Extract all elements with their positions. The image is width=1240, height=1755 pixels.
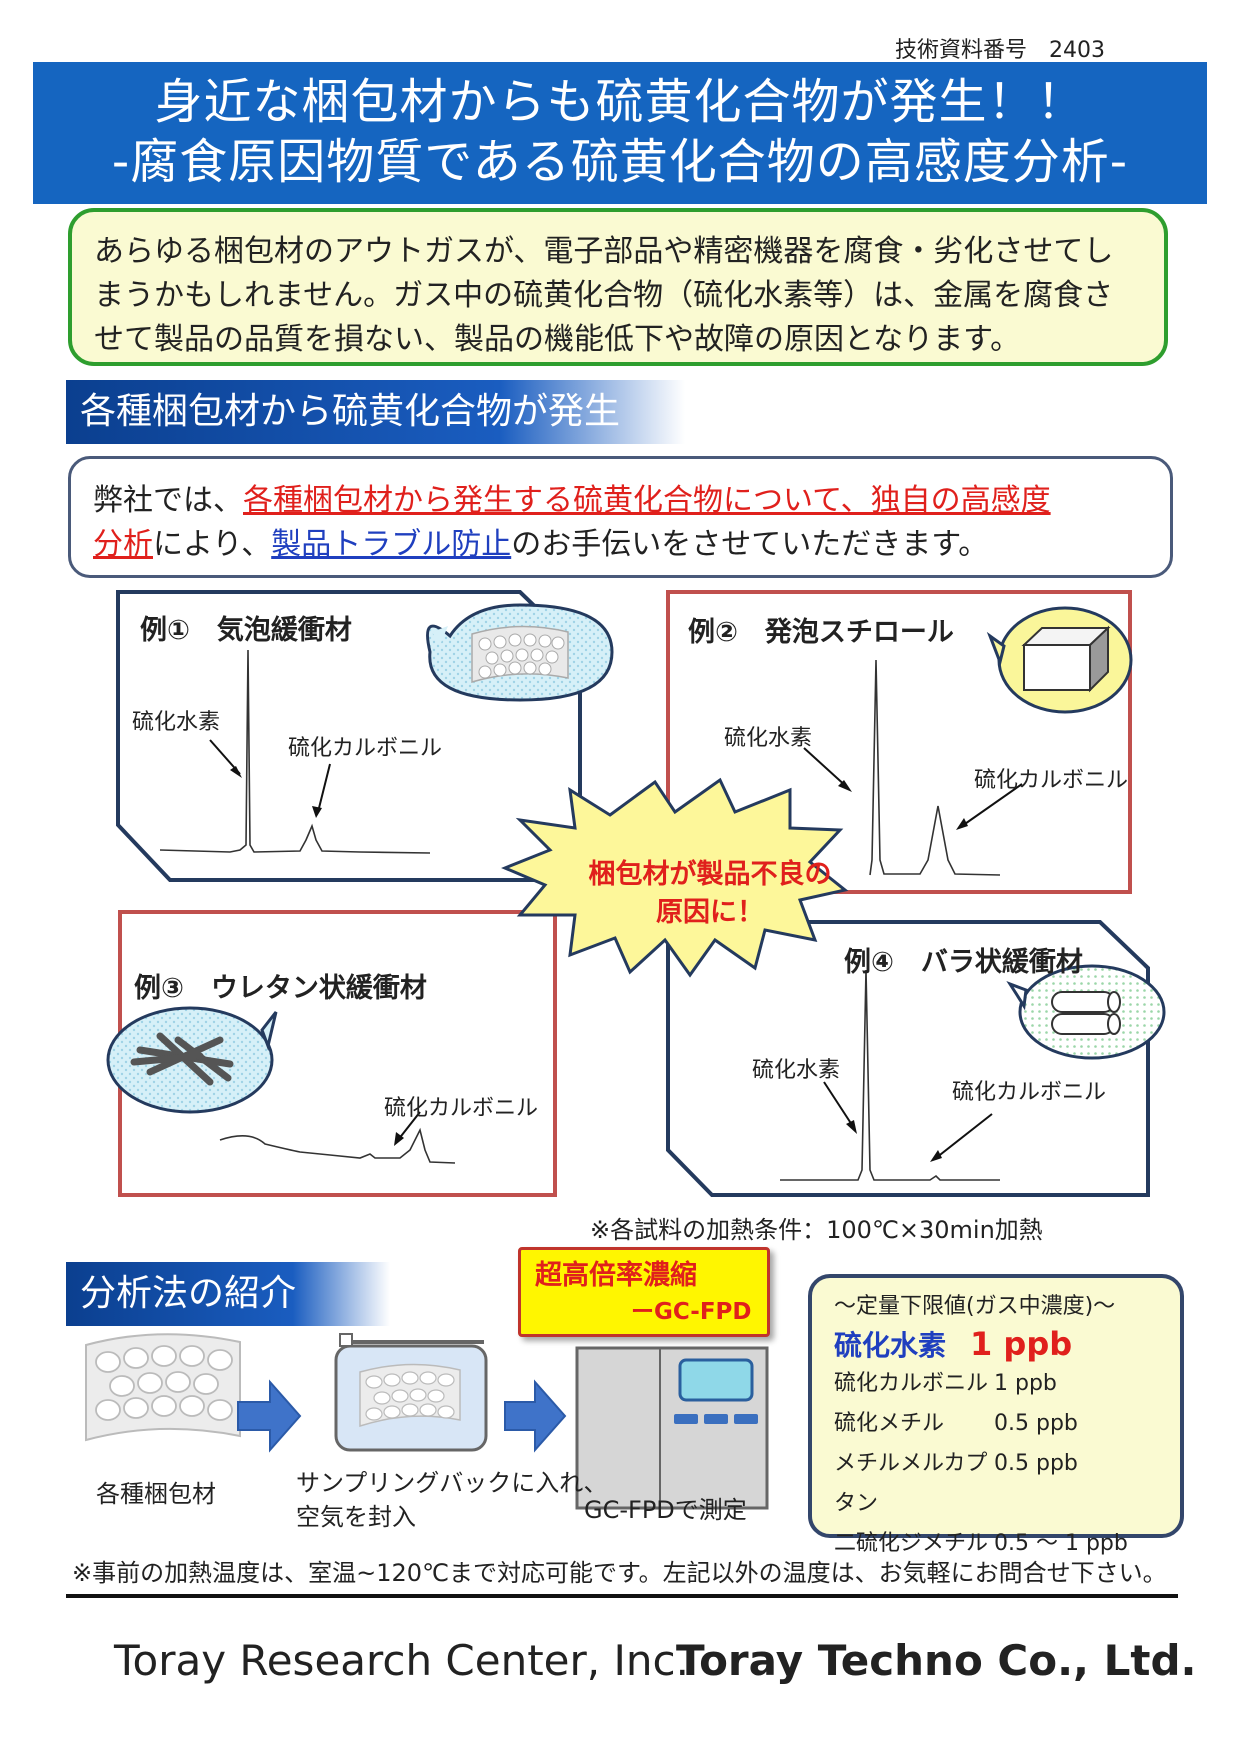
footer-divider [66,1594,1178,1598]
gc-fpd-badge: 超高倍率濃縮 ーGC-FPD [518,1247,770,1337]
urethane-icon [130,1032,234,1086]
burst-line-1: 梱包材が製品不良の [588,859,832,890]
flow-step-2-line-2: 空気を封入 [296,1503,416,1531]
burst-text: 梱包材が製品不良の 原因に！ [560,856,860,932]
limits-main-name: 硫化水素 [834,1329,947,1362]
limits-row-name: 二硫化ジメチル [834,1531,989,1556]
panel-example-3 [118,910,557,1197]
arrow-h2s-4 [823,1081,855,1129]
limits-row-value: 1 ppb [994,1371,1057,1396]
example-1-peak-cos: 硫化カルボニル [288,736,443,761]
limits-header: ～定量下限値(ガス中濃度)～ [834,1294,1116,1319]
example-2-title: 例② 発泡スチロール [688,617,954,648]
example-1-peak-h2s: 硫化水素 [132,710,221,735]
chromatogram-1 [159,649,431,854]
title-line-1: 身近な梱包材からも硫黄化合物が発生！！ [154,74,1086,130]
example-3-peak-cos: 硫化カルボニル [384,1096,539,1121]
limits-row-name: 硫化カルボニル [834,1371,989,1396]
flow-step-2-line-1: サンプリングバックに入れ、 [296,1469,608,1497]
example-2-peak-cos: 硫化カルボニル [974,768,1129,793]
limits-row-value: 0.5 ppb [994,1411,1078,1436]
example-4-title: 例④ バラ状緩衝材 [844,947,1083,978]
chromatogram-4 [780,969,1000,1181]
title-banner: 身近な梱包材からも硫黄化合物が発生！！ -腐食原因物質である硫黄化合物の高感度分… [33,62,1207,204]
intro-text: あらゆる梱包材のアウトガスが、電子部品や精密機器を腐食・劣化させてしまうかもしれ… [94,234,1114,357]
note-highlight-red-2: 分析 [93,527,153,562]
limits-row-value: 0.5 ppb [994,1451,1078,1476]
intro-box: あらゆる梱包材のアウトガスが、電子部品や精密機器を腐食・劣化させてしまうかもしれ… [68,208,1168,366]
company-name-1: Toray Research Center, Inc. [114,1636,689,1685]
limits-row-name: メチルメルカプタン [834,1451,988,1516]
note-post: のお手伝いをさせていただきます。 [511,527,989,562]
sampling-bag-icon [334,1333,488,1452]
flow-step-1-label: 各種梱包材 [96,1480,216,1508]
example-4-peak-h2s: 硫化水素 [752,1058,841,1083]
section-heading-sources: 各種梱包材から硫黄化合物が発生 [66,380,685,444]
gc-instrument-icon [575,1346,769,1510]
limits-row-value: 0.5 ～ 1 ppb [994,1531,1128,1556]
note-mid: により、 [153,527,272,562]
example-2-peak-h2s: 硫化水素 [724,726,813,751]
flow-packaging-icon [85,1333,241,1442]
note-pre: 弊社では、 [93,483,243,518]
limits-main-value: 1 ppb [970,1325,1073,1363]
limits-row: 硫化メチル 0.5 ppb [834,1404,1158,1444]
arrow-cos-4 [935,1113,993,1159]
arrow-cos-3 [397,1111,421,1141]
burst-line-2: 原因に！ [656,897,764,928]
arrow-cos-2 [961,783,1023,827]
loose-fill-icon [1051,991,1121,1035]
note-highlight-red-1: 各種梱包材から発生する硫黄化合物について、独自の高感度 [243,483,1051,518]
flow-arrow-1 [237,1379,302,1453]
gc-badge-line-1: 超高倍率濃縮 [535,1260,697,1291]
footnote: ※事前の加熱温度は、室温~120℃まで対応可能です。左記以外の温度は、お気軽にお… [72,1559,1167,1587]
limits-main-row: 硫化水素 1 ppb [834,1324,1158,1364]
limits-row-name: 硫化メチル [834,1411,945,1436]
gc-badge-line-2: ーGC-FPD [631,1299,752,1325]
note-highlight-blue: 製品トラブル防止 [271,527,512,562]
example-4-peak-cos: 硫化カルボニル [952,1080,1107,1105]
heating-condition-note: ※各試料の加熱条件：100℃×30min加熱 [590,1216,1043,1244]
example-3-title: 例③ ウレタン状緩衝材 [134,973,427,1004]
styrofoam-icon [1021,625,1111,693]
document-number: 技術資料番号 2403 [895,38,1105,63]
arrow-h2s-2 [803,747,849,789]
chromatogram-2 [869,659,1001,876]
chromatogram-3 [219,1127,456,1164]
bubble-wrap-icon [471,625,569,683]
flow-step-2-label: サンプリングバックに入れ、 空気を封入 [296,1466,608,1534]
example-1-title: 例① 気泡緩衝材 [140,615,352,646]
company-name-2: Toray Techno Co., Ltd. [676,1636,1197,1685]
warning-burst [501,777,849,978]
flow-step-3-label: GC-FPDで測定 [584,1496,747,1524]
service-note-box: 弊社では、各種梱包材から発生する硫黄化合物について、独自の高感度分析により、製品… [68,456,1173,578]
flow-arrow-2 [504,1379,567,1453]
title-line-2: -腐食原因物質である硫黄化合物の高感度分析- [111,134,1129,190]
arrow-cos-1 [317,763,331,813]
section-heading-method: 分析法の紹介 [66,1262,390,1326]
